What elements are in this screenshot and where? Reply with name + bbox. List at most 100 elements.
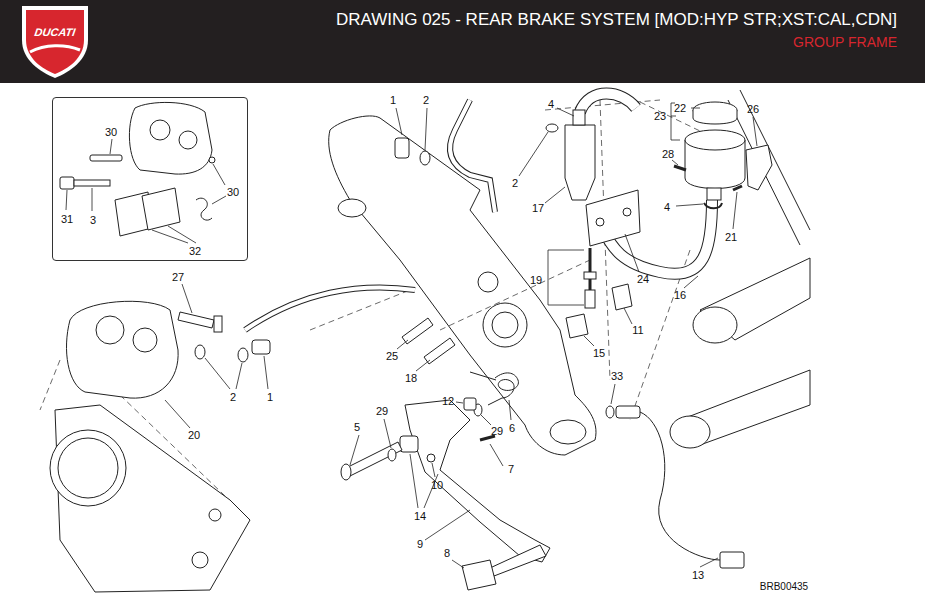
- callout-number: 27: [172, 271, 184, 283]
- dashed-guides-part: [40, 360, 60, 410]
- dashed-guides-part: [545, 100, 660, 110]
- master-cylinder-part: [585, 290, 595, 308]
- callout-number: 23: [654, 110, 666, 122]
- brake-pedal-part: [488, 373, 518, 405]
- frame-drawing-part: [740, 90, 810, 230]
- leader-lines-part: [205, 358, 242, 389]
- leader-lines-part: [350, 435, 359, 465]
- header-bar-part: [0, 0, 925, 83]
- leader-lines-part: [264, 356, 268, 389]
- leader-lines-part: [397, 340, 408, 349]
- leader-lines-part: [684, 276, 698, 288]
- leader-lines-part: [396, 108, 402, 135]
- reservoir-part: [674, 166, 686, 170]
- callout-number: 30: [227, 186, 239, 198]
- frame-drawing-part: [492, 312, 518, 338]
- leader-lines-part: [691, 108, 700, 109]
- caliper-part: [178, 312, 214, 328]
- callout-number: 29: [376, 405, 388, 417]
- leader-lines-part: [432, 463, 435, 477]
- callout-number: 19: [530, 274, 542, 286]
- brake-pedal-part: [462, 560, 496, 590]
- callout-number: 30: [105, 126, 117, 138]
- bolts-part: [395, 138, 409, 158]
- leader-lines-part: [416, 360, 430, 371]
- callout-number: 2: [512, 177, 518, 189]
- master-cylinder-part: [566, 314, 588, 338]
- reservoir-part: [733, 186, 742, 190]
- logo-shield: [22, 6, 88, 78]
- logo-shield-part: [30, 46, 80, 52]
- callout-number: 33: [611, 370, 623, 382]
- callout-number: 1: [390, 94, 396, 106]
- caliper-bracket-part: [192, 552, 208, 568]
- reservoir-part: [746, 145, 772, 190]
- leader-lines-part: [509, 400, 511, 420]
- caliper-part: [252, 340, 270, 354]
- inset-illustration-part: [60, 177, 74, 189]
- brake-pedal-part: [341, 464, 351, 480]
- master-cylinder-part: [584, 272, 596, 279]
- leader-lines-part: [456, 402, 463, 403]
- inset-illustration-part: [90, 155, 122, 161]
- callout-number: 16: [674, 289, 686, 301]
- inset-box: 303031332: [52, 97, 248, 261]
- reservoir: [674, 102, 772, 208]
- caliper-part: [238, 348, 248, 362]
- master-cylinder-part: [596, 218, 604, 226]
- frame-drawing-part: [338, 199, 366, 217]
- leader-lines-part: [425, 108, 427, 150]
- brake-pedal-part: [470, 372, 496, 380]
- master-cylinder: [546, 110, 640, 338]
- leader-lines-part: [611, 384, 615, 404]
- reservoir-part: [685, 130, 745, 150]
- frame-drawing-part: [550, 420, 586, 444]
- leader-lines-part: [584, 336, 594, 346]
- stop-light-switch-part: [606, 406, 614, 418]
- master-cylinder-part: [612, 284, 632, 310]
- leader-lines: [66, 103, 757, 568]
- leader-lines-part: [676, 204, 703, 206]
- caliper: [66, 301, 270, 398]
- leader-lines-part: [624, 308, 632, 324]
- brake-pedal-part: [464, 398, 476, 410]
- bolts-part: [420, 151, 430, 165]
- master-cylinder-part: [623, 208, 631, 216]
- leader-lines-part: [548, 250, 584, 305]
- brake-pedal-part: [388, 449, 396, 461]
- callout-number: 17: [532, 202, 544, 214]
- leader-lines-part: [519, 132, 548, 176]
- inset-illustration-part: [209, 157, 215, 163]
- brake-pedal: [341, 372, 550, 590]
- callout-number: 11: [632, 324, 643, 336]
- caliper-bracket-part: [209, 509, 221, 521]
- frame-drawing-part: [478, 272, 498, 292]
- brake-pipes-part: [580, 94, 636, 113]
- callout-number: 4: [548, 98, 554, 110]
- leader-lines-part: [182, 284, 192, 313]
- leader-lines-part: [66, 190, 67, 210]
- caliper-part: [214, 316, 222, 332]
- brake-pedal-part: [346, 442, 402, 476]
- header-bar: [0, 0, 925, 83]
- leader-lines-part: [490, 444, 503, 466]
- master-cylinder-part: [565, 125, 595, 200]
- leader-lines-part: [700, 558, 718, 567]
- brake-pipes-part: [450, 100, 495, 212]
- inset-illustration-part: [74, 180, 110, 186]
- leader-lines-part: [92, 188, 93, 211]
- callout-number: 31: [61, 213, 73, 225]
- leader-lines-part: [110, 139, 112, 154]
- caliper-part: [96, 316, 124, 344]
- callout-number: 21: [725, 231, 737, 243]
- stop-light-switch: [606, 406, 744, 568]
- frame-drawing-part: [693, 307, 737, 343]
- callout-number: 1: [267, 391, 273, 403]
- callout-number: 4: [664, 201, 670, 213]
- leader-lines-part: [212, 164, 226, 204]
- caliper-bracket: [50, 405, 250, 592]
- caliper-bracket-part: [50, 430, 126, 506]
- caliper-part: [133, 328, 157, 352]
- leader-lines-part: [557, 108, 574, 116]
